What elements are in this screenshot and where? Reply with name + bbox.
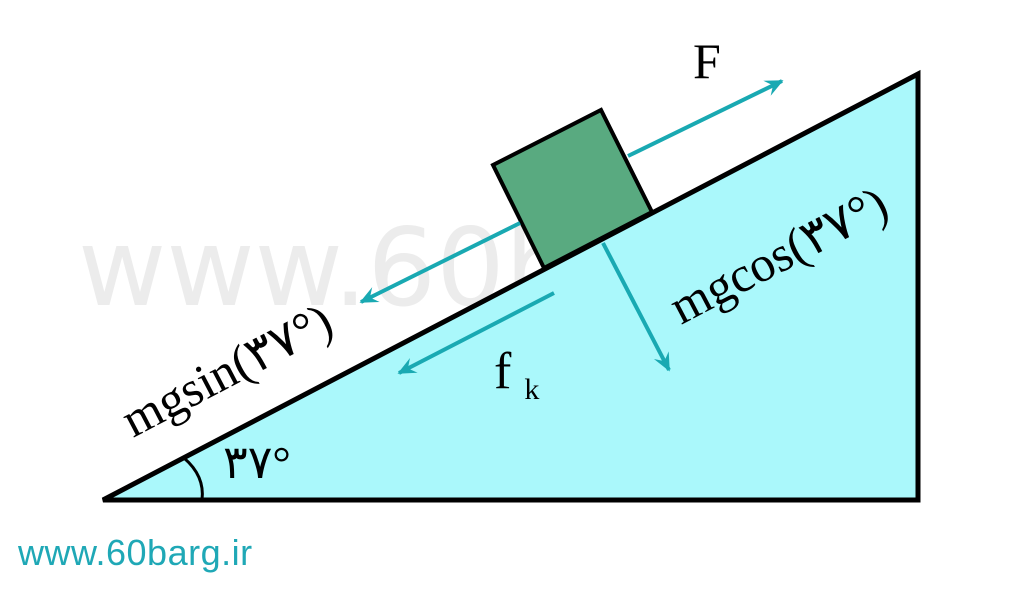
normal-component-arrow [601,242,671,372]
block [490,107,655,271]
friction-arrow [397,291,555,375]
force-arrow-f [627,79,784,158]
inclined-plane [101,69,921,503]
friction-label-subscript: k [524,373,539,406]
angle-arc [183,456,204,501]
footer-url[interactable]: www.60barg.ir [18,532,253,573]
force-label-f: F [693,33,721,89]
friction-label-main: f [494,343,512,400]
angle-label: ۳۷° [223,437,291,488]
friction-label: f k [494,343,539,406]
parallel-component-arrow [359,221,521,304]
